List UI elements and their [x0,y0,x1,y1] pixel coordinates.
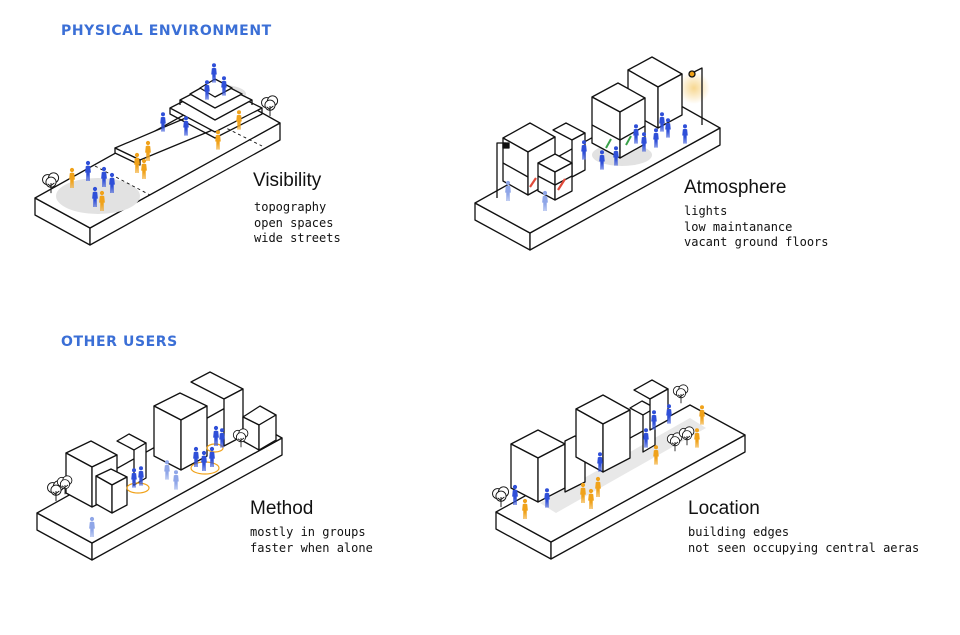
panel-title-location: Location [688,498,760,519]
note-item: low maintanance [684,219,793,234]
panel-notes-visibility: topography open spaces wide streets [254,200,341,247]
visibility-illustration [34,78,281,246]
note-item: open spaces [254,215,334,230]
note-item: topography [254,200,327,214]
panel-notes-atmosphere: lights low maintanance vacant ground flo… [684,204,829,251]
panel-notes-location: building edges not seen occupying centra… [688,525,919,556]
note-item: mostly in groups [250,525,366,539]
atmosphere-illustration [474,56,721,251]
section-title-other-users: OTHER USERS [61,334,178,350]
method-illustration [36,371,283,561]
note-item: vacant ground floors [684,235,829,249]
panel-title-method: Method [250,498,314,519]
note-item: not seen occupying central aeras [688,540,920,555]
panel-title-visibility: Visibility [253,170,322,191]
note-item: lights [684,204,728,218]
note-item: faster when alone [250,540,373,555]
note-item: building edges [688,525,790,539]
note-item: wide streets [254,231,341,245]
section-title-physical-environment: PHYSICAL ENVIRONMENT [61,23,272,39]
panel-notes-method: mostly in groups faster when alone [250,525,373,556]
panel-title-atmosphere: Atmosphere [684,177,787,198]
location-illustration [495,379,746,560]
